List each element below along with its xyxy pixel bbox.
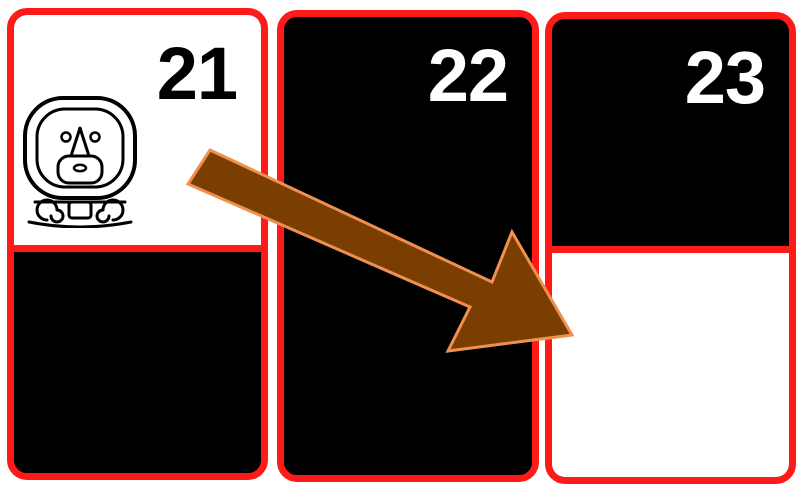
maya-day-glyph-icon — [15, 92, 145, 228]
day-panel-23-top-cell: 23 — [552, 19, 789, 246]
day-number-21: 21 — [157, 37, 237, 111]
day-panel-23-bottom-cell — [552, 246, 789, 477]
day-number-22: 22 — [428, 39, 508, 113]
day-panel-22: 22 — [277, 10, 539, 482]
day-number-23: 23 — [685, 41, 765, 115]
day-panel-22-top-cell: 22 — [284, 17, 532, 247]
maya-day-glyph-icon — [38, 270, 200, 440]
day-panel-22-bottom-cell — [284, 247, 532, 475]
day-panel-23: 23 — [545, 12, 796, 484]
